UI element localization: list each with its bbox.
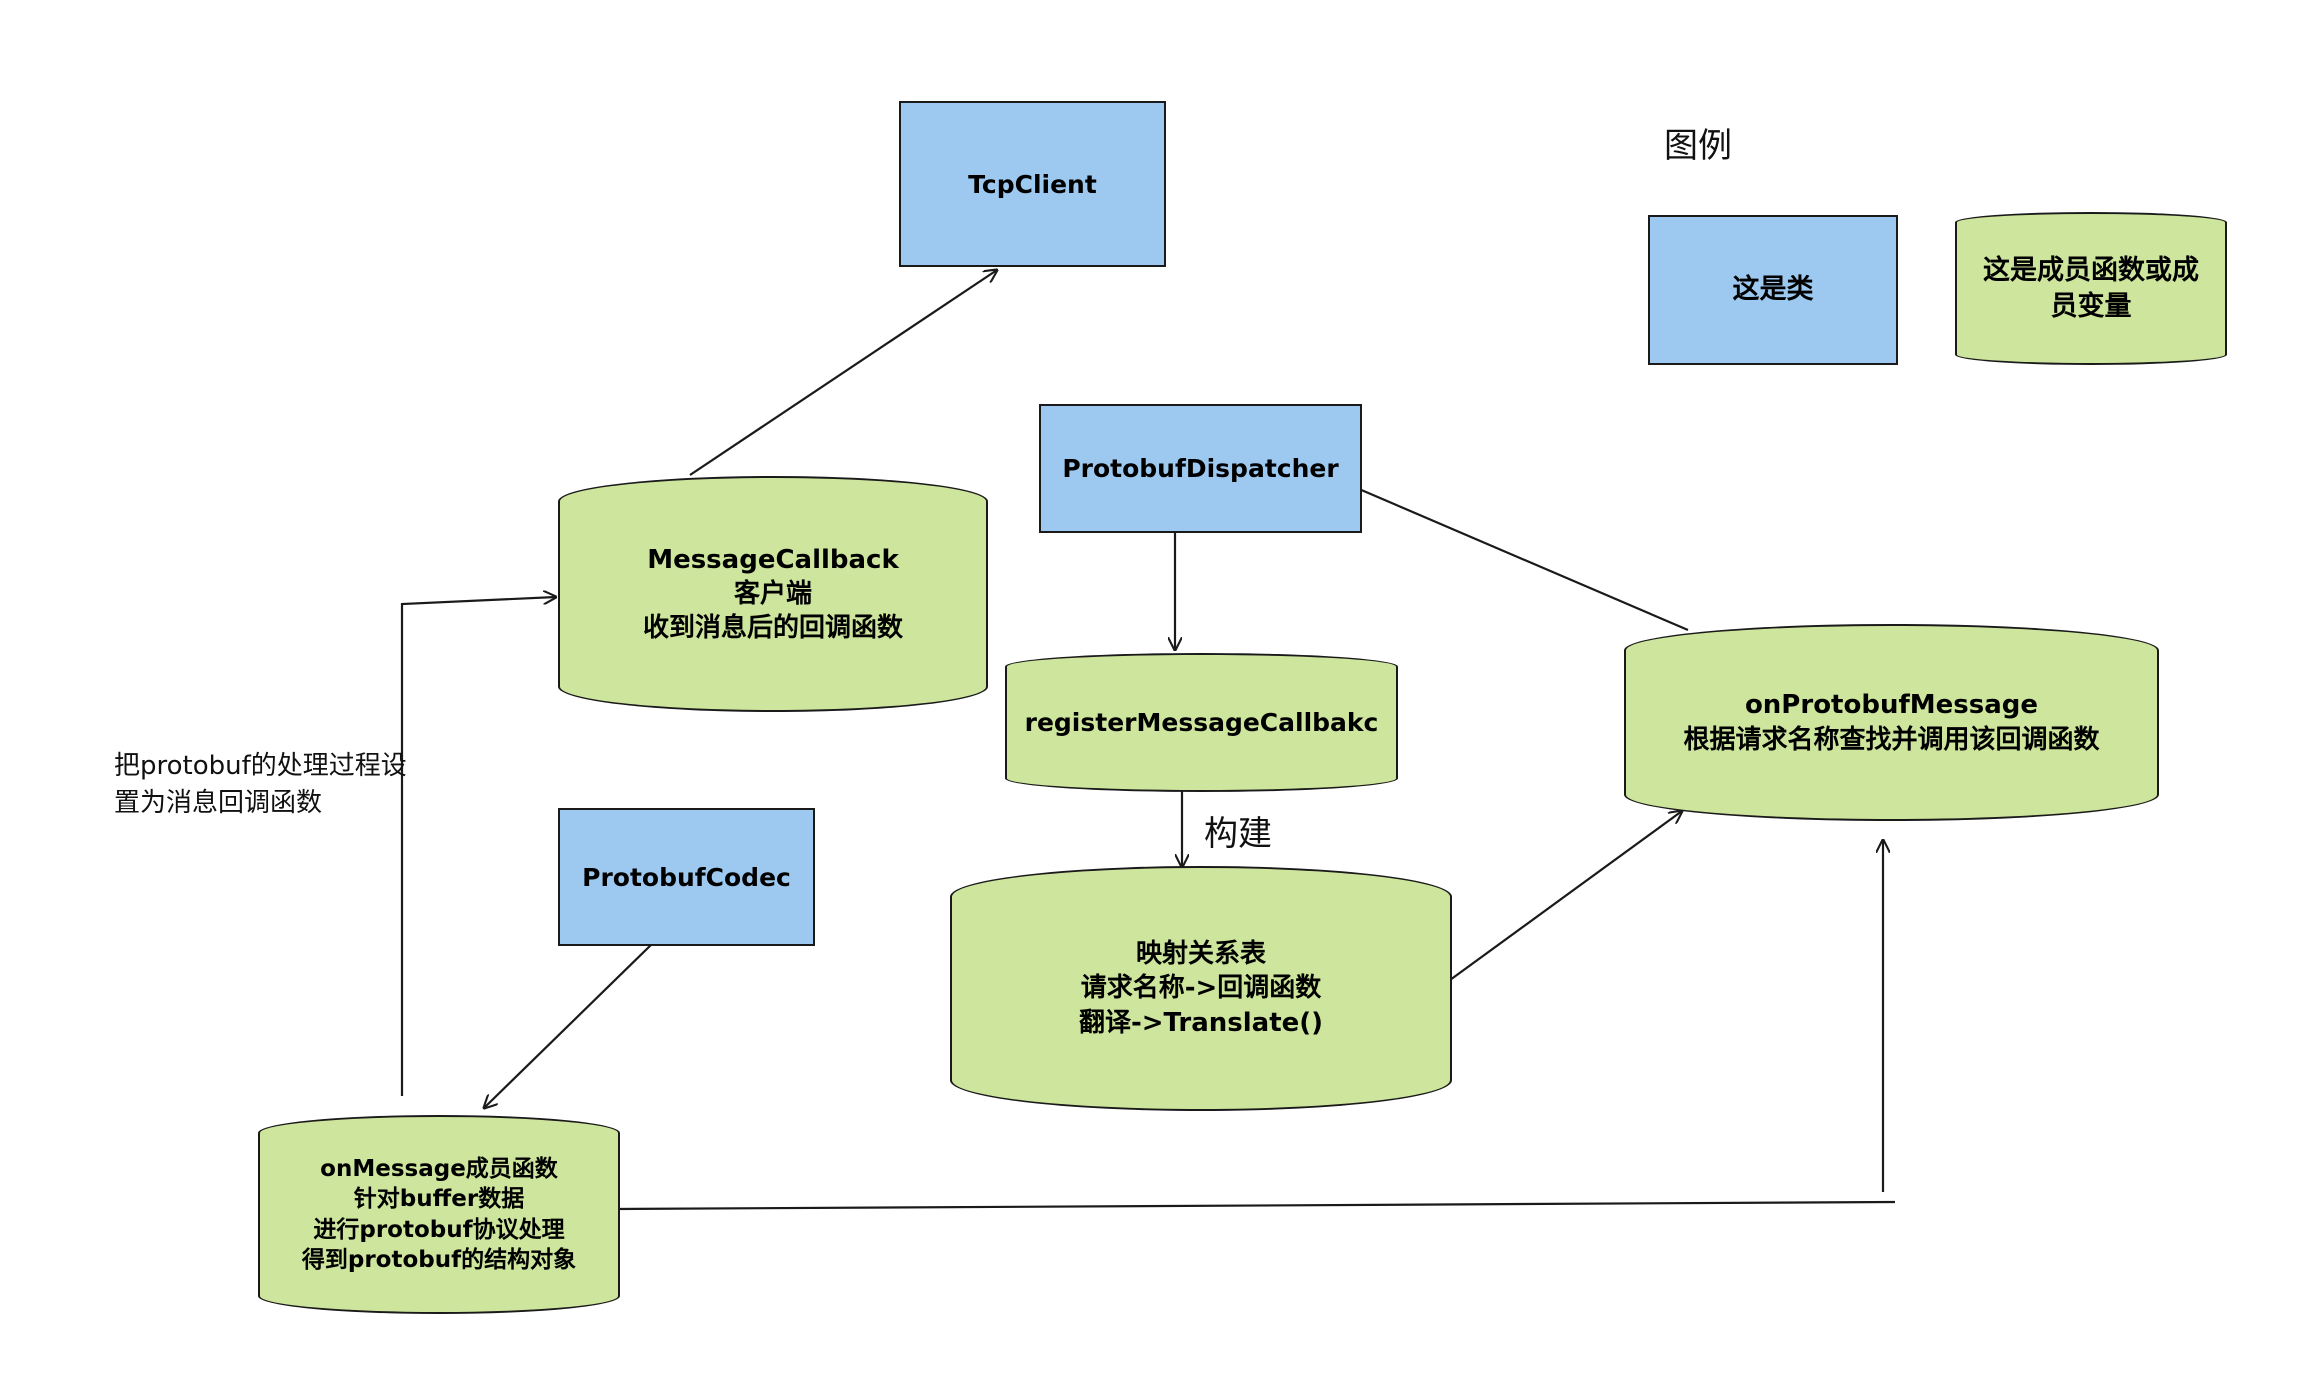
- legend-function-sample: 这是成员函数或成 员变量: [1955, 212, 2227, 365]
- legend-class-sample: 这是类: [1648, 215, 1898, 365]
- node-text: 映射关系表: [1135, 939, 1266, 970]
- protobuf-codec-class-box: ProtobufCodec: [558, 808, 815, 946]
- register-message-callback-function-node: registerMessageCallbakc: [1005, 653, 1398, 792]
- node-text: 根据请求名称查找并调用该回调函数: [1683, 724, 2100, 755]
- node-text: 员变量: [2050, 290, 2132, 322]
- node-text: registerMessageCallbakc: [1024, 708, 1379, 737]
- node-text: 翻译->Translate(): [1078, 1007, 1324, 1038]
- node-text: TcpClient: [968, 169, 1097, 199]
- node-text: 这是成员函数或成: [1983, 254, 2199, 286]
- legend-function-label: 这是成员函数或成 员变量: [1983, 253, 2199, 324]
- set-callback-annotation: 把protobuf的处理过程设 置为消息回调函数: [114, 748, 407, 822]
- mapping-table-function-node: 映射关系表 请求名称->回调函数 翻译->Translate(): [950, 866, 1452, 1111]
- node-text: ProtobufDispatcher: [1062, 454, 1339, 483]
- node-text: 请求名称->回调函数: [1080, 973, 1322, 1004]
- legend-title: 图例: [1664, 126, 1732, 166]
- node-text: MessageCallback: [647, 544, 899, 575]
- on-protobuf-message-label: onProtobufMessage 根据请求名称查找并调用该回调函数: [1683, 688, 2099, 757]
- message-callback-label: MessageCallback 客户端 收到消息后的回调函数: [643, 543, 903, 646]
- protobuf-dispatcher-class-box: ProtobufDispatcher: [1039, 404, 1362, 533]
- arrow-callback-to-tcpclient: [689, 270, 997, 476]
- on-message-label: onMessage成员函数 针对buffer数据 进行protobuf协议处理 …: [302, 1154, 576, 1275]
- register-message-callback-label: registerMessageCallbakc: [1025, 706, 1379, 739]
- on-protobuf-message-function-node: onProtobufMessage 根据请求名称查找并调用该回调函数: [1624, 624, 2159, 821]
- protobuf-codec-label: ProtobufCodec: [582, 861, 791, 894]
- tcpclient-label: TcpClient: [968, 168, 1097, 201]
- node-text: 这是类: [1732, 274, 1814, 306]
- arrow-onmessage-to-onprotobufmessage: [616, 1200, 1896, 1211]
- line-dispatcher-to-onprotobufmessage: [1351, 484, 1689, 632]
- node-text: 针对buffer数据: [353, 1186, 525, 1213]
- node-text: 进行protobuf协议处理: [313, 1216, 565, 1243]
- node-text: 收到消息后的回调函数: [642, 613, 903, 644]
- arrow-onmessage-to-callback: [400, 597, 556, 1096]
- on-message-function-node: onMessage成员函数 针对buffer数据 进行protobuf协议处理 …: [258, 1115, 620, 1314]
- mapping-table-label: 映射关系表 请求名称->回调函数 翻译->Translate(): [1079, 937, 1323, 1040]
- legend-class-label: 这是类: [1733, 272, 1814, 308]
- node-text: ProtobufCodec: [582, 862, 791, 892]
- protobuf-dispatcher-label: ProtobufDispatcher: [1062, 452, 1338, 485]
- node-text: onMessage成员函数: [320, 1155, 558, 1182]
- tcpclient-class-box: TcpClient: [899, 101, 1166, 267]
- arrow-mapping-to-onprotobufmessage: [1449, 811, 1682, 981]
- annotation-line: 把protobuf的处理过程设: [114, 751, 407, 781]
- message-callback-function-node: MessageCallback 客户端 收到消息后的回调函数: [558, 476, 988, 712]
- node-text: onProtobufMessage: [1744, 690, 2039, 721]
- node-text: 得到protobuf的结构对象: [301, 1246, 577, 1273]
- node-text: 客户端: [733, 578, 812, 609]
- build-annotation: 构建: [1204, 814, 1272, 854]
- annotation-line: 置为消息回调函数: [114, 787, 323, 818]
- arrow-codec-to-onmessage: [484, 942, 654, 1108]
